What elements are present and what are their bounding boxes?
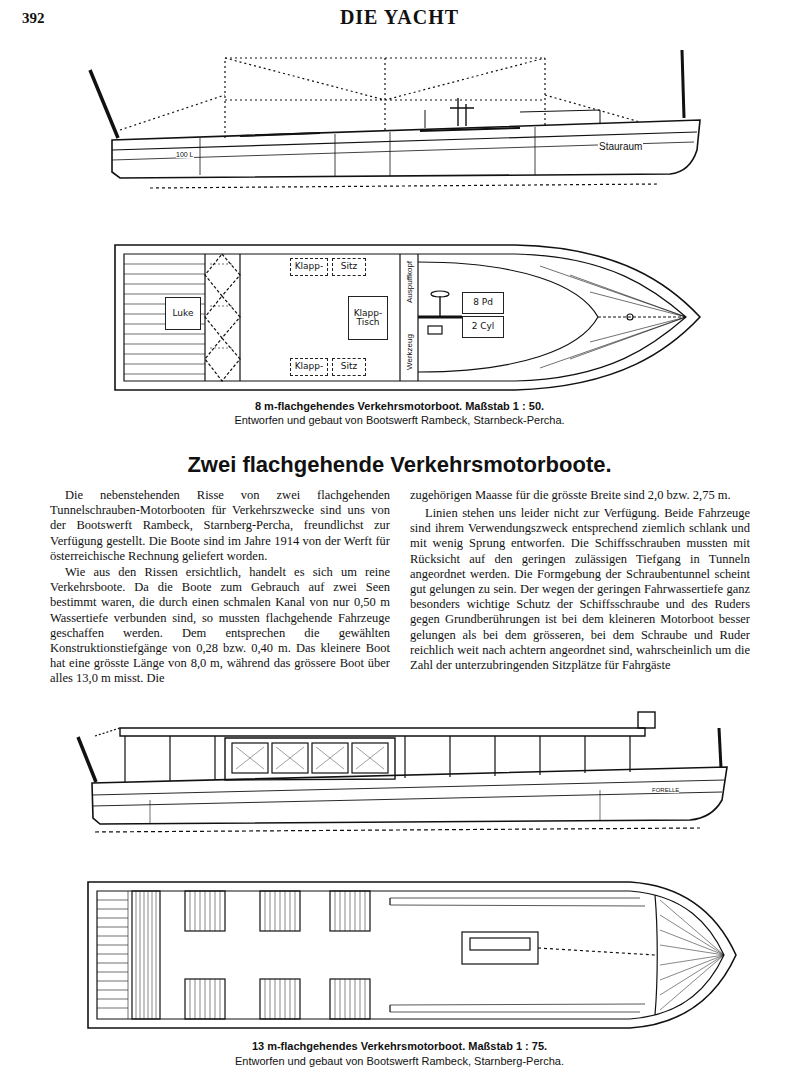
small-boat-side-view-part [682,50,684,118]
large-boat-side-view-part [120,728,645,736]
small-boat-side-view-part [240,128,520,136]
small-boat-side-view-part [225,58,545,138]
body-text: Die nebenstehenden Risse von zwei flachg… [50,488,390,564]
small-boat-side-view-part [200,127,535,176]
figure-caption: 8 m-flachgehendes Verkehrsmotorboot. Maß… [0,400,799,412]
large-boat-side-view-part [236,747,384,769]
box-label: Sitz [341,362,357,371]
boat-name: FORELLE [652,787,679,793]
page-number: 392 [22,10,45,27]
small-boat-plan-view [115,245,700,390]
figure-caption: Entworfen und gebaut von Bootswerft Ramb… [0,414,799,426]
small-boat-side-view-part [150,184,660,188]
article-title: Zwei flachgehende Verkehrsmotorboote. [0,452,799,478]
large-boat-plan-view-part [470,938,530,950]
table-box: Klapp-Tisch [348,296,388,340]
large-boat-side-view-part [719,728,721,768]
large-boat-side-view-part [150,790,600,823]
seat-box: Sitz [332,358,366,376]
small-boat-plan-view-part [418,262,598,372]
large-boat-side-view-part [92,780,725,806]
large-boat-plan-view-part [390,898,645,1012]
figure-caption: 13 m-flachgehendes Verkehrsmotorboot. Ma… [0,1040,799,1052]
small-boat-plan-view-part [540,266,686,368]
large-boat-plan-view-part [389,898,390,1012]
large-boat-side-view-part [95,728,120,736]
small-boat-plan-view-part [210,264,234,348]
figure-caption: Entworfen und gebaut von Bootswerft Ramb… [0,1055,799,1067]
box-label: Klapp- [295,362,324,371]
box-label: 8 Pd [473,298,493,307]
small-boat-plan-view-part [205,254,240,381]
small-boat-side-view [90,50,700,188]
large-boat-plan-view-part [88,882,736,1028]
part-label: 100 L [176,151,194,158]
small-boat-plan-view-part [124,264,205,374]
box-label: Klapp- [295,262,324,271]
large-boat-side-view-part [125,736,630,782]
large-boat-plan-view-part [97,891,128,1019]
hatch-box: Luke [165,297,201,330]
small-boat-side-view-part [120,95,640,130]
large-boat-plan-view-part [660,900,724,1010]
seat-box: Sitz [332,258,366,276]
seat-box: Klapp- [290,258,328,276]
large-boat-plan-view-part [655,895,657,1015]
small-boat-side-view-part [112,120,700,178]
small-boat-plan-view-part [598,316,686,317]
body-text: Wie aus den Rissen ersichtlich, handelt … [50,565,390,687]
large-boat-plan-view-part [462,932,538,964]
large-boat-side-view-part [95,828,700,832]
box-label: Sitz [341,262,357,271]
large-boat-plan-view-part [136,891,156,1019]
small-boat-plan-view-part [115,245,700,390]
large-boat-plan-view-part [538,948,655,955]
small-boat-side-view-part [225,58,545,132]
engine-box: 8 Pd [462,292,504,314]
body-text: zugehörigen Maasse für die grösste Breit… [410,488,750,503]
box-label: Klapp-Tisch [350,309,386,328]
body-text: Linien stehen uns leider nicht zur Verfü… [410,506,750,673]
small-boat-side-view-part [112,142,694,160]
part-label: Auspuffkopf [405,261,414,303]
large-boat-plan-view-part [132,891,160,1019]
part-label: Werkzeug [405,334,414,370]
small-boat-plan-view-part [428,326,442,334]
small-boat-plan-view-part [627,314,633,320]
part-label: Stauraum [598,141,643,152]
large-boat-plan-view-part [97,891,724,1019]
seat-box: Klapp- [290,358,328,376]
large-boat-side-view-part [225,738,395,780]
large-boat-side-view [78,712,727,832]
small-boat-plan-view-part [124,254,686,381]
engine-box: 2 Cyl [462,316,504,338]
small-boat-side-view-part [425,110,600,128]
small-boat-plan-view-part [439,296,440,318]
large-boat-side-view-part [78,737,96,782]
small-boat-plan-view-part [205,254,418,381]
large-boat-side-view-part [638,712,655,728]
small-boat-side-view-part [450,98,474,126]
small-boat-side-view-part [90,70,118,138]
large-boat-plan-view-part [190,891,365,1019]
large-boat-side-view-part [92,767,727,824]
large-boat-plan-view [88,882,736,1028]
running-head: DIE YACHT [0,6,799,29]
small-boat-plan-view-part [431,291,449,297]
box-label: Luke [173,309,194,318]
box-label: 2 Cyl [472,322,495,331]
